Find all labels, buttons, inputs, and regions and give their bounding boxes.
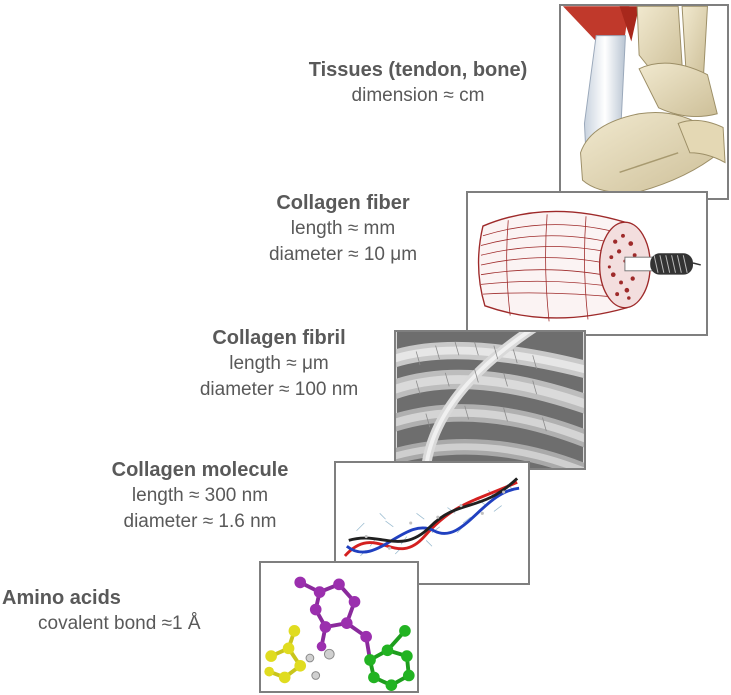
collagen-fibril-diameter: diameter ≈ 100 nm bbox=[166, 377, 392, 403]
fiber-image-panel bbox=[466, 191, 708, 336]
tissues-dimension: dimension ≈ cm bbox=[281, 83, 555, 109]
amino-acid-image bbox=[261, 563, 417, 691]
collagen-fibril-length: length ≈ μm bbox=[166, 351, 392, 377]
collagen-fiber-title: Collagen fiber bbox=[220, 190, 466, 216]
collagen-fiber-diameter: diameter ≈ 10 μm bbox=[220, 242, 466, 268]
amino-acid-image-panel bbox=[259, 561, 419, 693]
amino-acids-title: Amino acids bbox=[2, 585, 252, 611]
collagen-fiber-length: length ≈ mm bbox=[220, 216, 466, 242]
collagen-fibril-title: Collagen fibril bbox=[166, 325, 392, 351]
tissues-title: Tissues (tendon, bone) bbox=[281, 57, 555, 83]
collagen-molecule-length: length ≈ 300 nm bbox=[68, 483, 332, 509]
collagen-fiber-image bbox=[468, 193, 706, 334]
tissue-image-panel bbox=[559, 4, 729, 200]
fibril-image-panel bbox=[394, 330, 586, 470]
collagen-fibril-label: Collagen fibril length ≈ μm diameter ≈ 1… bbox=[166, 325, 392, 403]
tendon-bone-image bbox=[561, 6, 727, 198]
collagen-fiber-label: Collagen fiber length ≈ mm diameter ≈ 10… bbox=[220, 190, 466, 268]
collagen-molecule-diameter: diameter ≈ 1.6 nm bbox=[68, 509, 332, 535]
collagen-fibril-image bbox=[396, 332, 584, 468]
tissues-label: Tissues (tendon, bone) dimension ≈ cm bbox=[281, 57, 555, 109]
collagen-molecule-label: Collagen molecule length ≈ 300 nm diamet… bbox=[68, 457, 332, 535]
amino-acids-label: Amino acids covalent bond ≈1 Å bbox=[2, 585, 252, 637]
amino-acids-bond: covalent bond ≈1 Å bbox=[2, 611, 252, 637]
collagen-molecule-title: Collagen molecule bbox=[68, 457, 332, 483]
